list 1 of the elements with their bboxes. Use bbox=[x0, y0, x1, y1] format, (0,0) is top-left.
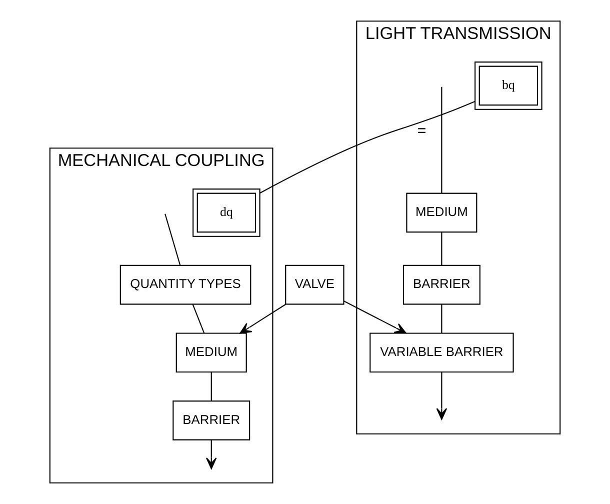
edge-label: = bbox=[417, 122, 426, 140]
